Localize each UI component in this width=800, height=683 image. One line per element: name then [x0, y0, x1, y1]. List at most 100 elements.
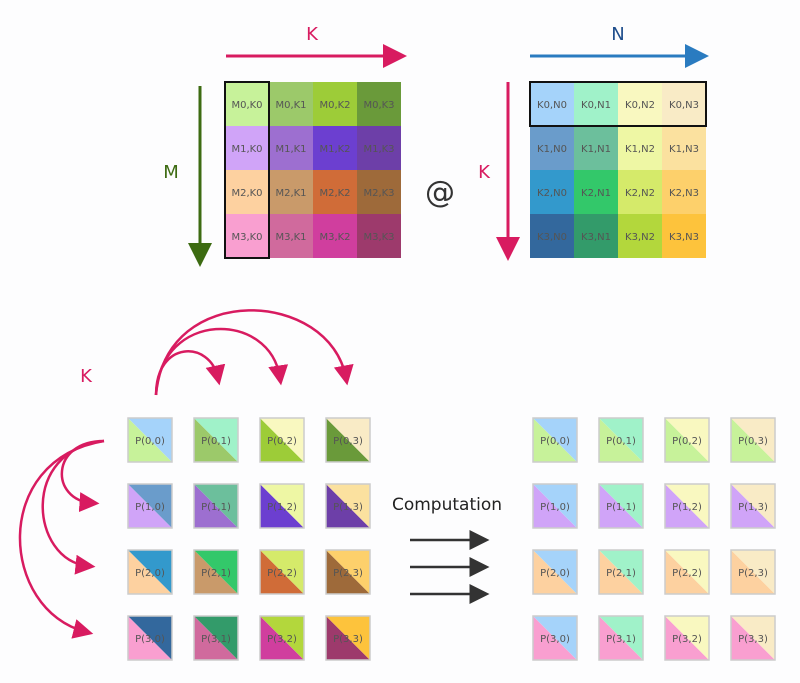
b-half: [731, 418, 775, 462]
matrix-cell: K1,N2: [618, 126, 662, 170]
matrix-cell: K3,N3: [662, 214, 706, 258]
cell-fill: [618, 126, 662, 170]
tile-border: [730, 615, 776, 661]
partial-tile: P(1,1): [193, 483, 239, 529]
cell-fill: [530, 170, 574, 214]
matrix-cell: K2,N3: [662, 170, 706, 214]
b-half: [599, 550, 643, 594]
b-half: [599, 484, 643, 528]
b-half: [194, 484, 238, 528]
cell-label: K1,N1: [581, 144, 611, 155]
cell-label: M3,K1: [275, 232, 306, 243]
cell-fill: [530, 126, 574, 170]
arc-to-col3: [154, 309, 354, 396]
tile-label: P(1,2): [267, 502, 297, 513]
cell-fill: [618, 214, 662, 258]
tile-border: [598, 615, 644, 661]
cell-label: M3,K2: [319, 232, 350, 243]
cell-label: M0,K2: [319, 100, 350, 111]
matrix-cell: M3,K1: [269, 214, 313, 258]
tile-border: [193, 549, 239, 595]
tile-label: P(3,0): [540, 634, 570, 645]
cell-label: K2,N0: [537, 188, 567, 199]
tile-border: [730, 483, 776, 529]
b-half: [260, 484, 304, 528]
cell-fill: [269, 126, 313, 170]
cell-fill: [225, 126, 269, 170]
cell-fill: [269, 214, 313, 258]
cell-label: K2,N1: [581, 188, 611, 199]
tile-border: [127, 615, 173, 661]
tile-label: P(0,2): [267, 436, 297, 447]
cell-label: M2,K0: [231, 188, 262, 199]
b-half: [194, 550, 238, 594]
highlight-column: [224, 81, 270, 259]
cell-label: M0,K1: [275, 100, 306, 111]
tile-label: P(2,1): [201, 568, 231, 579]
cell-label: M1,K0: [231, 144, 262, 155]
tile-border: [193, 615, 239, 661]
partial-tile: P(3,1): [598, 615, 644, 661]
tile-label: P(1,1): [201, 502, 231, 513]
matrix-cell: K2,N2: [618, 170, 662, 214]
matrix-cell: K3,N2: [618, 214, 662, 258]
partial-tile: P(2,2): [259, 549, 305, 595]
matrix-cell: M1,K2: [313, 126, 357, 170]
cell-fill: [357, 82, 401, 126]
tile-label: P(2,2): [267, 568, 297, 579]
tile-border: [598, 549, 644, 595]
b-half: [194, 418, 238, 462]
b-half: [533, 550, 577, 594]
cell-label: K0,N0: [537, 100, 567, 111]
partial-tile: P(0,0): [127, 417, 173, 463]
b-half: [260, 616, 304, 660]
partial-tile: P(2,2): [664, 549, 710, 595]
partial-tile: P(1,2): [259, 483, 305, 529]
tile-label: P(3,1): [201, 634, 231, 645]
tile-border: [325, 549, 371, 595]
cell-label: K1,N3: [669, 144, 699, 155]
partial-tile: P(3,0): [532, 615, 578, 661]
tile-border: [664, 549, 710, 595]
matrix-cell: K3,N1: [574, 214, 618, 258]
matrix-cell: M2,K0: [225, 170, 269, 214]
matrix-cell: M2,K2: [313, 170, 357, 214]
cell-label: K0,N1: [581, 100, 611, 111]
b-row-axis-label: K: [478, 162, 491, 183]
tile-label: P(1,3): [738, 502, 768, 513]
partial-tile: P(2,1): [193, 549, 239, 595]
b-col-axis-label: N: [611, 24, 624, 45]
cell-fill: [269, 170, 313, 214]
b-half: [533, 418, 577, 462]
computation-arrows: [410, 530, 490, 604]
tile-border: [532, 483, 578, 529]
cell-label: M2,K1: [275, 188, 306, 199]
cell-label: K0,N3: [669, 100, 699, 111]
b-half: [128, 550, 172, 594]
tile-border: [127, 549, 173, 595]
tile-border: [259, 549, 305, 595]
matrix-cell: M2,K1: [269, 170, 313, 214]
partial-tile: P(0,3): [325, 417, 371, 463]
cell-fill: [225, 170, 269, 214]
matrix-cell: K1,N0: [530, 126, 574, 170]
matrix-cell: K0,N1: [574, 82, 618, 126]
partial-tile: P(3,0): [127, 615, 173, 661]
tile-label: P(2,0): [540, 568, 570, 579]
tile-border: [259, 483, 305, 529]
b-half: [128, 484, 172, 528]
cell-fill: [225, 214, 269, 258]
partial-tile: P(2,1): [598, 549, 644, 595]
tile-border: [664, 483, 710, 529]
cell-label: K1,N0: [537, 144, 567, 155]
tile-label: P(3,2): [267, 634, 297, 645]
b-half: [326, 616, 370, 660]
matrix-cell: M0,K0: [225, 82, 269, 126]
matrix-cell: M1,K0: [225, 126, 269, 170]
b-half: [260, 550, 304, 594]
matrix-cell: M0,K2: [313, 82, 357, 126]
b-half: [128, 616, 172, 660]
matrix-cell: K0,N0: [530, 82, 574, 126]
tile-label: P(3,1): [606, 634, 636, 645]
